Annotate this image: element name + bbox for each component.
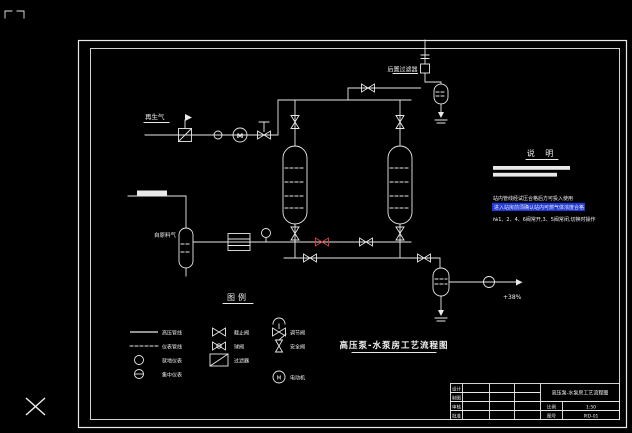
legend-label: 球阀 xyxy=(234,344,244,351)
inline-filter-box xyxy=(227,233,251,251)
legend-symbol-control-valve xyxy=(272,317,286,337)
post-filter-label: 后置过滤器 xyxy=(387,66,417,74)
legend-label: 过滤器 xyxy=(234,358,249,365)
down-arrow-icon xyxy=(438,310,444,316)
legend-symbol-safety-valve xyxy=(274,333,287,353)
post-filter-vessel xyxy=(433,83,449,105)
note-line: №1、2、4、6阀常开,3、5阀常闭,切换时操作 xyxy=(493,216,595,223)
inline-instrument-box xyxy=(420,63,430,74)
legend-heading: 图例 xyxy=(227,292,249,302)
adsorber-column-right xyxy=(387,145,413,225)
motor-letter: M xyxy=(237,132,243,140)
legend-label: 电动机 xyxy=(290,375,305,382)
note-line: 站内管线经试压合格后方可投入使用 xyxy=(493,195,573,202)
legend-label: 安全阀 xyxy=(290,344,305,351)
inner-border xyxy=(90,48,620,420)
adsorber-column-left xyxy=(282,145,308,225)
bottom-filter-vessel xyxy=(432,267,450,297)
legend-label: 截止阀 xyxy=(234,330,249,337)
titleblock-row-label: 设计 xyxy=(452,385,461,392)
feed-separator-vessel xyxy=(178,227,194,269)
note-text-bar xyxy=(493,172,557,177)
titleblock-scale-value: 1:50 xyxy=(586,405,596,411)
legend-symbol-panel-instrument xyxy=(134,369,144,379)
cursor-cross-icon xyxy=(25,397,46,416)
valve-header-c-left xyxy=(303,253,317,263)
valve-top-header xyxy=(361,83,375,93)
pump-motor: M xyxy=(232,127,248,143)
legend-label: 集中仪表 xyxy=(162,372,182,379)
feed-gas-label: 自原料气 xyxy=(154,231,177,239)
elevation-label: +38% xyxy=(503,294,522,301)
drawing-frame xyxy=(77,39,628,429)
legend-label: 仪表管线 xyxy=(162,344,182,351)
legend-label: 调节阀 xyxy=(290,330,305,337)
legend-label: 就地仪表 xyxy=(162,358,182,365)
pipe-lines xyxy=(127,39,517,311)
legend-symbol-local-instrument xyxy=(134,355,144,365)
regen-gas-label: 再生气 xyxy=(145,112,165,121)
titleblock-drawing-name: 高压泵-水泵房工艺流程图 xyxy=(552,390,609,397)
legend-symbol-filter xyxy=(209,353,229,367)
note-line-highlighted: 进入站房前须确认站内可燃气体浓度合格 xyxy=(494,204,584,211)
valve-header-b-special xyxy=(315,237,329,247)
titleblock-number-value: PID-01 xyxy=(584,414,599,420)
stem-valve xyxy=(257,121,271,140)
legend-symbol-motor: M xyxy=(272,370,286,384)
note-text-bar xyxy=(493,166,570,170)
pipe-label-bar xyxy=(137,190,167,196)
valve-header-b xyxy=(359,237,373,247)
titleblock-row-label: 审核 xyxy=(452,403,461,410)
legend-symbol-ball-valve xyxy=(212,341,226,351)
legend: 图例 高压管线 仪表管线 就地仪表 集中仪表 截止阀 球阀 过滤器 xyxy=(129,292,305,384)
titleblock-number-label: 图号 xyxy=(547,414,556,420)
titleblock-row-label: 制图 xyxy=(452,394,461,401)
legend-symbol-stop-valve xyxy=(212,327,226,337)
note-highlight-bar xyxy=(492,202,585,211)
outer-border xyxy=(77,39,628,429)
drawing-title: 高压泵-水泵房工艺流程图 xyxy=(339,340,448,351)
valve-column-bottom-right xyxy=(395,226,405,241)
viewport-corner-marks-icon xyxy=(4,10,25,19)
titleblock-scale-label: 比例 xyxy=(547,404,556,411)
instrument-circle xyxy=(261,228,271,238)
titleblock-row-label: 批准 xyxy=(452,412,461,419)
valve-riser-right xyxy=(395,115,405,129)
flange-vent-ticks xyxy=(420,54,448,322)
notes-heading: 说 明 xyxy=(527,148,558,158)
notes-section: 说 明 站内管线经试压合格后方可投入使用 进入站房前须确认站内可燃气体浓度合格 … xyxy=(492,148,595,223)
down-arrow-icon xyxy=(438,112,444,118)
inline-instrument-circle xyxy=(213,130,223,140)
right-arrow-icon xyxy=(516,279,523,286)
pipe-network xyxy=(127,39,523,322)
motor-letter: M xyxy=(277,376,282,382)
valve-riser-left xyxy=(290,115,300,129)
valve-header-c-right xyxy=(417,253,431,263)
title-block: 设计 制图 审核 批准 高压泵-水泵房工艺流程图 比例 1:50 图号 PID-… xyxy=(450,383,620,420)
valve-column-bottom-left xyxy=(290,226,300,241)
legend-label: 高压管线 xyxy=(162,330,182,337)
outlet-instrument-circle xyxy=(483,276,495,288)
pressure-regulator-valve xyxy=(177,114,193,143)
